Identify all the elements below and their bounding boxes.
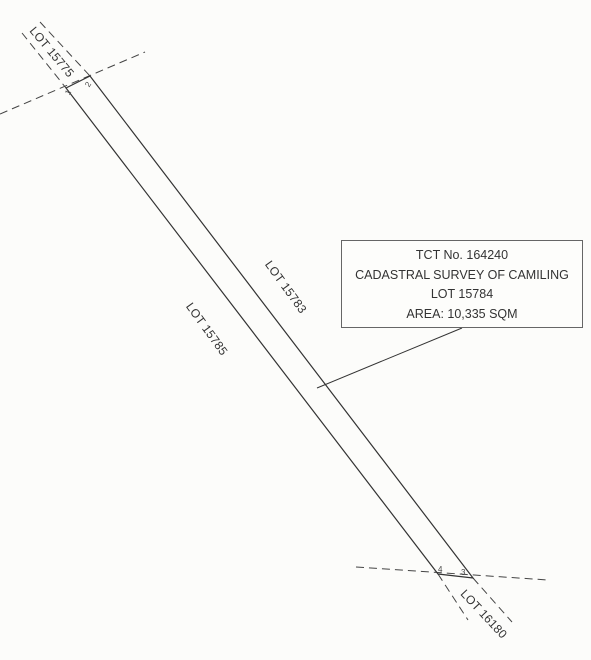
- north-boundary-extension-line: [0, 51, 146, 115]
- south-lot-line-left: [437, 573, 469, 621]
- lot-area: AREA: 10,335 SQM: [406, 306, 518, 321]
- survey-name: CADASTRAL SURVEY OF CAMILING: [355, 267, 569, 282]
- corner-number-3: 3: [461, 568, 466, 577]
- south-lot-line-right: [472, 577, 513, 623]
- lot-15784-parcel-outline: [65, 75, 475, 579]
- north-lot-line-left: [21, 32, 67, 89]
- corner-number-4: 4: [438, 565, 443, 574]
- lot-number: LOT 15784: [430, 287, 494, 301]
- lot-info-box: TCT No. 164240 CADASTRAL SURVEY OF CAMIL…: [341, 240, 583, 328]
- tct-number: TCT No. 164240: [415, 248, 509, 262]
- info-leader-line: [316, 327, 463, 389]
- south-boundary-extension-line: [355, 566, 549, 581]
